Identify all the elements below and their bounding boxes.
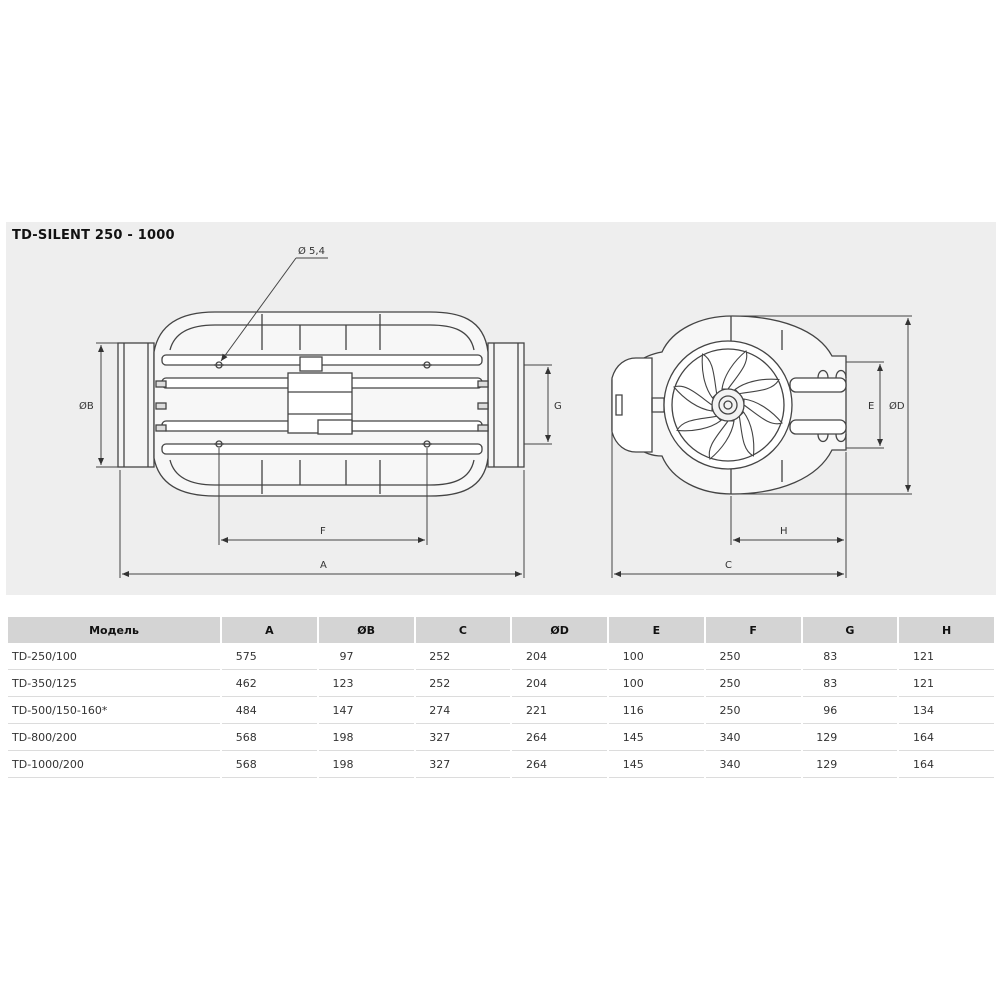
table-cell: 327 [415, 751, 511, 778]
table-cell: 221 [512, 697, 607, 724]
dimensions-table: Модель A ØB C ØD E F G H TD-250/100 575 … [6, 617, 996, 778]
table-cell: 327 [415, 724, 511, 751]
table-cell: 96 [802, 697, 898, 724]
table-cell: 164 [899, 724, 994, 751]
table-cell: 264 [512, 724, 607, 751]
table-cell: 484 [222, 697, 317, 724]
table-row: TD-500/150-160* 484 147 274 221 116 250 … [8, 697, 994, 724]
table-cell: 264 [512, 751, 607, 778]
table-cell: 198 [318, 724, 414, 751]
front-view-dimensions [611, 315, 912, 578]
table-cell: 145 [609, 751, 704, 778]
table-cell: 250 [705, 643, 801, 670]
drawing-title: TD-SILENT 250 - 1000 [12, 228, 175, 243]
dim-label-A: A [320, 560, 327, 571]
table-cell: 340 [705, 724, 801, 751]
table-cell: 204 [512, 670, 607, 697]
column-header: ØD [512, 617, 607, 643]
column-header: ØB [318, 617, 414, 643]
table-cell: 121 [899, 643, 994, 670]
column-header: A [222, 617, 317, 643]
table-cell-model: TD-800/200 [8, 724, 220, 751]
dim-label-E: E [868, 401, 874, 412]
column-header: C [415, 617, 511, 643]
column-header: F [705, 617, 801, 643]
dim-label-C: C [725, 560, 732, 571]
table-cell: 252 [415, 643, 511, 670]
table-cell: 83 [802, 643, 898, 670]
table-cell-model: TD-500/150-160* [8, 697, 220, 724]
column-header: Модель [8, 617, 220, 643]
table-cell: 121 [899, 670, 994, 697]
table-cell: 97 [318, 643, 414, 670]
table-cell: 145 [609, 724, 704, 751]
table-cell: 250 [705, 670, 801, 697]
table-cell: 204 [512, 643, 607, 670]
table-cell: 252 [415, 670, 511, 697]
table-cell: 83 [802, 670, 898, 697]
table-cell: 274 [415, 697, 511, 724]
table-row: TD-1000/200 568 198 327 264 145 340 129 … [8, 751, 994, 778]
table-row: TD-250/100 575 97 252 204 100 250 83 121 [8, 643, 994, 670]
table-cell: 575 [222, 643, 317, 670]
column-header: E [609, 617, 704, 643]
table-cell: 198 [318, 751, 414, 778]
table-header-row: Модель A ØB C ØD E F G H [8, 617, 994, 643]
side-view-dimensions [96, 257, 552, 578]
table-cell: 100 [609, 670, 704, 697]
table-cell: 462 [222, 670, 317, 697]
dim-label-D: ØD [889, 400, 905, 412]
table-cell-model: TD-1000/200 [8, 751, 220, 778]
hole-diameter-label: Ø 5,4 [298, 245, 325, 257]
dim-label-G: G [554, 401, 562, 412]
table-cell: 123 [318, 670, 414, 697]
table-cell: 568 [222, 724, 317, 751]
table-cell: 250 [705, 697, 801, 724]
table-cell-model: TD-350/125 [8, 670, 220, 697]
side-view [117, 311, 525, 497]
impeller-blades [673, 350, 783, 460]
column-header: H [899, 617, 994, 643]
table-cell: 129 [802, 724, 898, 751]
table-cell: 147 [318, 697, 414, 724]
front-view [611, 315, 847, 495]
table-cell: 164 [899, 751, 994, 778]
table-cell: 116 [609, 697, 704, 724]
table-cell: 129 [802, 751, 898, 778]
dim-label-B: ØB [79, 400, 94, 412]
table-row: TD-350/125 462 123 252 204 100 250 83 12… [8, 670, 994, 697]
table-row: TD-800/200 568 198 327 264 145 340 129 1… [8, 724, 994, 751]
table-cell: 100 [609, 643, 704, 670]
table-cell: 134 [899, 697, 994, 724]
table-cell: 568 [222, 751, 317, 778]
table-cell: 340 [705, 751, 801, 778]
dim-label-F: F [320, 526, 326, 537]
table-cell-model: TD-250/100 [8, 643, 220, 670]
column-header: G [802, 617, 898, 643]
dim-label-H: H [780, 526, 788, 537]
